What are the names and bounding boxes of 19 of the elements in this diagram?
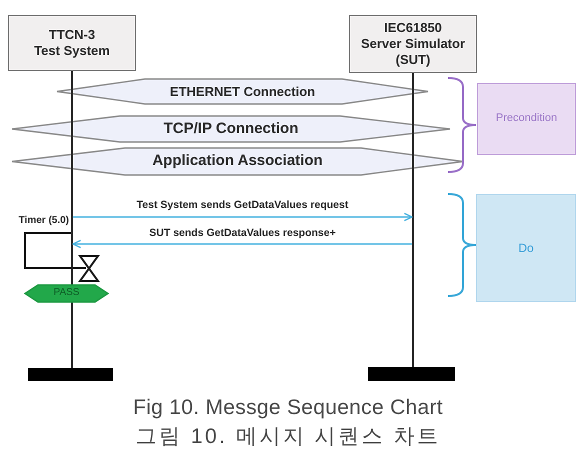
caption: 그림 10. 메시지 시퀀스 차트 [135, 424, 441, 449]
phase-box: Do [476, 194, 576, 302]
end-bar [368, 367, 455, 381]
participant-box: IEC61850 Server Simulator (SUT) [349, 15, 477, 73]
message-label: SUT sends GetDataValues response+ [149, 227, 336, 239]
participant-box: TTCN-3 Test System [8, 15, 136, 71]
connection-band: ETHERNET Connection [57, 79, 428, 104]
end-bar [28, 368, 113, 381]
connection-band: Application Association [12, 148, 463, 175]
message-arrow [72, 240, 412, 248]
message-arrow [73, 212, 413, 222]
lifeline [71, 71, 73, 368]
timer-label: Timer (5.0) [18, 215, 69, 226]
caption: Fig 10. Messge Sequence Chart [133, 396, 443, 420]
phase-box: Precondition [477, 83, 576, 155]
verdict-hexagon: PASS [25, 285, 108, 302]
message-label: Test System sends GetDataValues request [136, 199, 348, 211]
connection-band: TCP/IP Connection [12, 116, 450, 142]
lifeline [412, 73, 414, 367]
